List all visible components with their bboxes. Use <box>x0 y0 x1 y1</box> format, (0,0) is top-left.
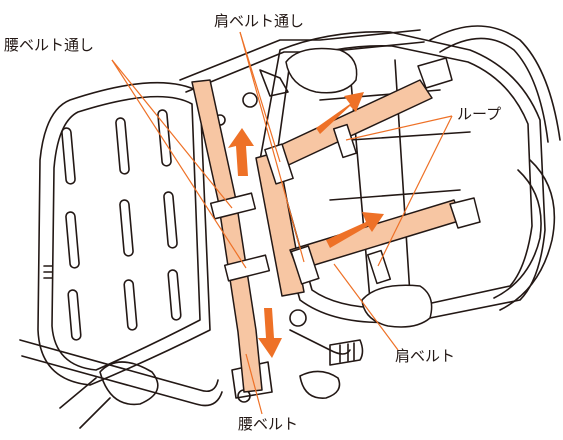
leader-shoulder-loop-2 <box>239 31 305 263</box>
waist-belt-label: 腰ベルト <box>238 415 299 433</box>
arrow-down-icon <box>258 308 282 358</box>
arrow-shoulder-upper-icon <box>316 92 364 134</box>
lower-shoulder-pad <box>361 284 433 328</box>
back-cushion-panel <box>37 81 211 386</box>
shoulder-belt-loop-label: 肩ベルト通し <box>214 12 305 30</box>
leader-loop-2 <box>377 115 453 267</box>
waist-belt-strap <box>191 79 263 393</box>
shoulder-belt-label: 肩ベルト <box>395 347 456 365</box>
leader-shoulder-belt <box>333 263 399 351</box>
waist-belt-loop-label: 腰ベルト通し <box>4 36 95 54</box>
leader-loop-1 <box>345 115 453 141</box>
leader-waist-loop-2 <box>111 59 247 269</box>
seat-loop-lower <box>366 249 392 285</box>
shoulder-belt-loop-upper <box>264 143 294 185</box>
arrow-shoulder-lower-icon <box>326 212 384 248</box>
leader-waist-loop-1 <box>111 59 233 209</box>
arrow-up-icon <box>228 128 254 176</box>
lower-frame-tube <box>19 339 223 429</box>
waist-belt-loop-upper <box>209 192 257 220</box>
lower-hardware <box>289 309 364 399</box>
loop-label: ループ <box>457 105 502 123</box>
right-buckle-upper <box>417 57 453 89</box>
waist-belt-loop-lower <box>223 254 271 282</box>
upper-shoulder-pad <box>285 47 358 94</box>
leader-waist-belt <box>245 353 263 415</box>
right-buckle-lower <box>449 197 481 229</box>
leader-shoulder-loop-1 <box>239 31 281 163</box>
right-frame-tube <box>429 25 561 311</box>
